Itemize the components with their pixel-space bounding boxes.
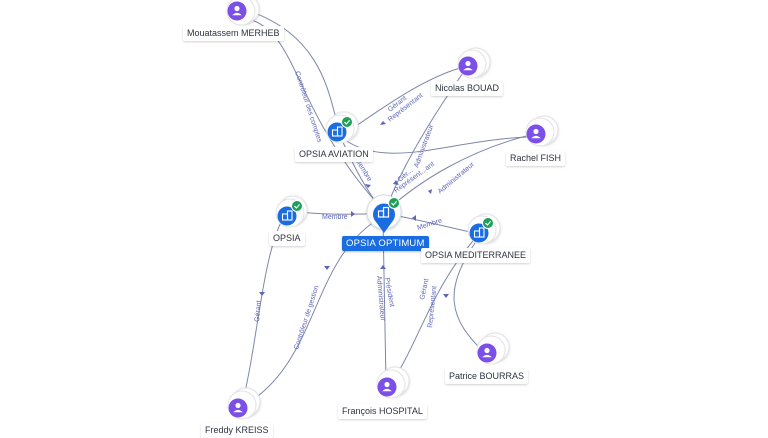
edge-label: Gérant [254,300,263,322]
person-icon [482,347,492,358]
person-node-hospital[interactable] [376,366,410,399]
person-node-merheb[interactable] [226,0,260,26]
edge-label: Administrateur [375,276,386,322]
building-icon [377,206,390,218]
edge-label: Gérant [419,278,430,300]
edge-label: Contrôleur des comptes [293,70,323,143]
building-icon [281,210,293,221]
building-icon [331,126,343,137]
arrow [428,189,432,194]
main-node-opsia-optimum[interactable] [366,194,402,233]
company-label-aviation[interactable]: OPSIA AVIATION [295,147,373,162]
company-node-mediterranee[interactable] [467,213,501,245]
person-node-kreiss[interactable] [227,387,261,420]
person-icon [233,402,243,413]
edge-label: Membre [416,217,443,232]
arrow [259,292,265,296]
person-label-merheb[interactable]: Mouatassem MERHEB [183,26,284,41]
check-icon [391,201,398,206]
edge-label: Contrôleur de gestion [293,285,320,351]
edge-merheb-opsia-optimum [244,17,386,213]
company-label-opsia[interactable]: OPSIA [269,231,305,246]
main-label-opsia-optimum[interactable]: OPSIA OPTIMUM [342,236,429,251]
arrow [380,265,386,269]
person-label-fish[interactable]: Rachel FISH [506,151,566,166]
person-icon [232,5,242,16]
arrow [351,211,355,217]
edge-label: Administrateur [437,161,477,196]
edge-label: Membre [322,214,348,221]
person-node-bourras[interactable] [476,332,510,365]
person-label-kreiss[interactable]: Freddy KREISS [201,423,273,438]
company-node-aviation[interactable] [325,111,359,144]
arrow [380,121,386,125]
arrow [324,266,330,270]
person-node-fish[interactable] [525,115,559,147]
person-icon [463,60,473,71]
company-node-opsia[interactable] [275,195,308,228]
arrow [393,180,399,185]
check-icon [294,204,301,209]
check-icon [344,120,351,125]
arrow [365,184,371,188]
person-icon [531,128,541,139]
arrow [412,215,416,221]
building-icon [473,227,485,238]
edge-kreiss-opsia [241,219,283,406]
edge-label: Représentant [427,286,438,329]
edge-bouad-aviation [349,67,461,131]
person-node-bouad[interactable] [457,47,491,79]
person-label-bouad[interactable]: Nicolas BOUAD [431,81,504,96]
check-icon [485,221,492,226]
company-label-mediterranee[interactable]: OPSIA MEDITERRANEE [421,248,531,263]
person-label-bourras[interactable]: Patrice BOURRAS [445,369,529,384]
arrow [443,294,449,298]
person-label-hospital[interactable]: François HOSPITAL [338,404,427,419]
person-icon [382,381,392,392]
